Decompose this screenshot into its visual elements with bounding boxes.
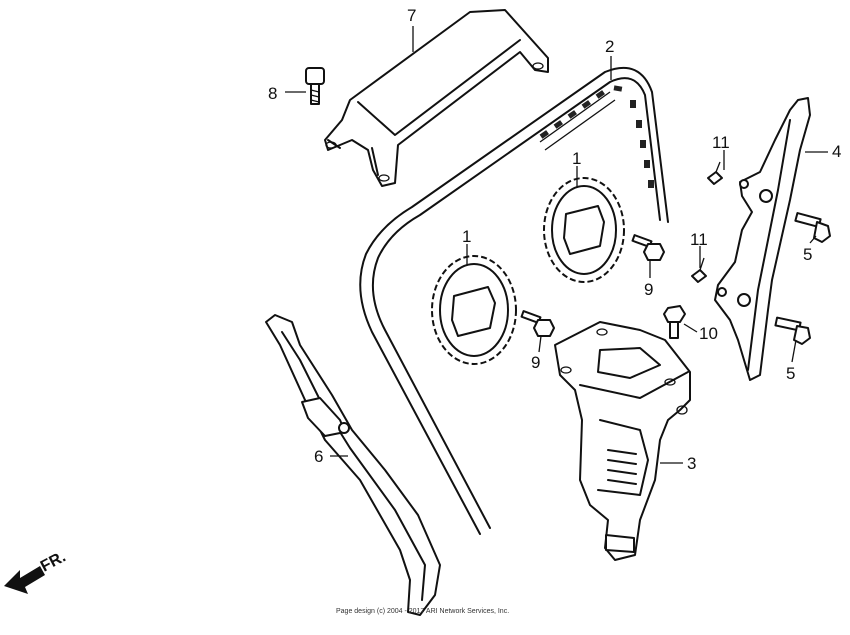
- part-9-bolt-upper[interactable]: [631, 234, 665, 261]
- part-9-bolt-lower[interactable]: [520, 310, 555, 337]
- front-arrow-icon: [4, 566, 45, 594]
- callout-1-upper: 1: [572, 149, 581, 168]
- part-2-cam-chain[interactable]: [359, 67, 669, 535]
- callout-6: 6: [314, 447, 323, 466]
- part-10-bolt[interactable]: [663, 305, 686, 339]
- front-direction-indicator: FR.: [4, 548, 69, 594]
- callout-9-lower: 9: [531, 353, 540, 372]
- leader-lines: [285, 26, 828, 464]
- tensioner-spring: [607, 449, 637, 485]
- callout-9-upper: 9: [644, 280, 653, 299]
- callout-10: 10: [699, 324, 718, 343]
- callout-4: 4: [832, 142, 841, 161]
- chain-links: [539, 85, 654, 188]
- part-8-bolt[interactable]: [305, 67, 325, 105]
- callout-labels: 7 8 2 1 1 11 11 4 5 5 9 9 10 3 6: [268, 6, 841, 473]
- callout-11-upper: 11: [712, 133, 730, 152]
- callout-5-upper: 5: [803, 245, 812, 264]
- part-4-chain-guide[interactable]: [714, 97, 811, 381]
- part-6-lower-guide[interactable]: [265, 314, 441, 616]
- part-5-bolt-lower[interactable]: [774, 316, 811, 345]
- part-5-bolt-upper[interactable]: [794, 212, 831, 243]
- copyright-footer: Page design (c) 2004 - 2017 ARI Network …: [336, 608, 509, 615]
- callout-8: 8: [268, 84, 277, 103]
- callout-1-lower: 1: [462, 227, 471, 246]
- callout-2: 2: [605, 37, 614, 56]
- callout-5-lower: 5: [786, 364, 795, 383]
- callout-7: 7: [407, 6, 416, 25]
- part-11-clip-lower[interactable]: [691, 257, 707, 283]
- callout-11-lower: 11: [690, 230, 708, 249]
- part-1-sprocket-upper[interactable]: [543, 177, 625, 283]
- part-11-clip-upper[interactable]: [707, 161, 723, 185]
- part-7-upper-guide[interactable]: [324, 9, 549, 187]
- callout-3: 3: [687, 454, 696, 473]
- part-1-sprocket-lower[interactable]: [431, 255, 517, 365]
- part-3-tensioner[interactable]: [554, 321, 691, 561]
